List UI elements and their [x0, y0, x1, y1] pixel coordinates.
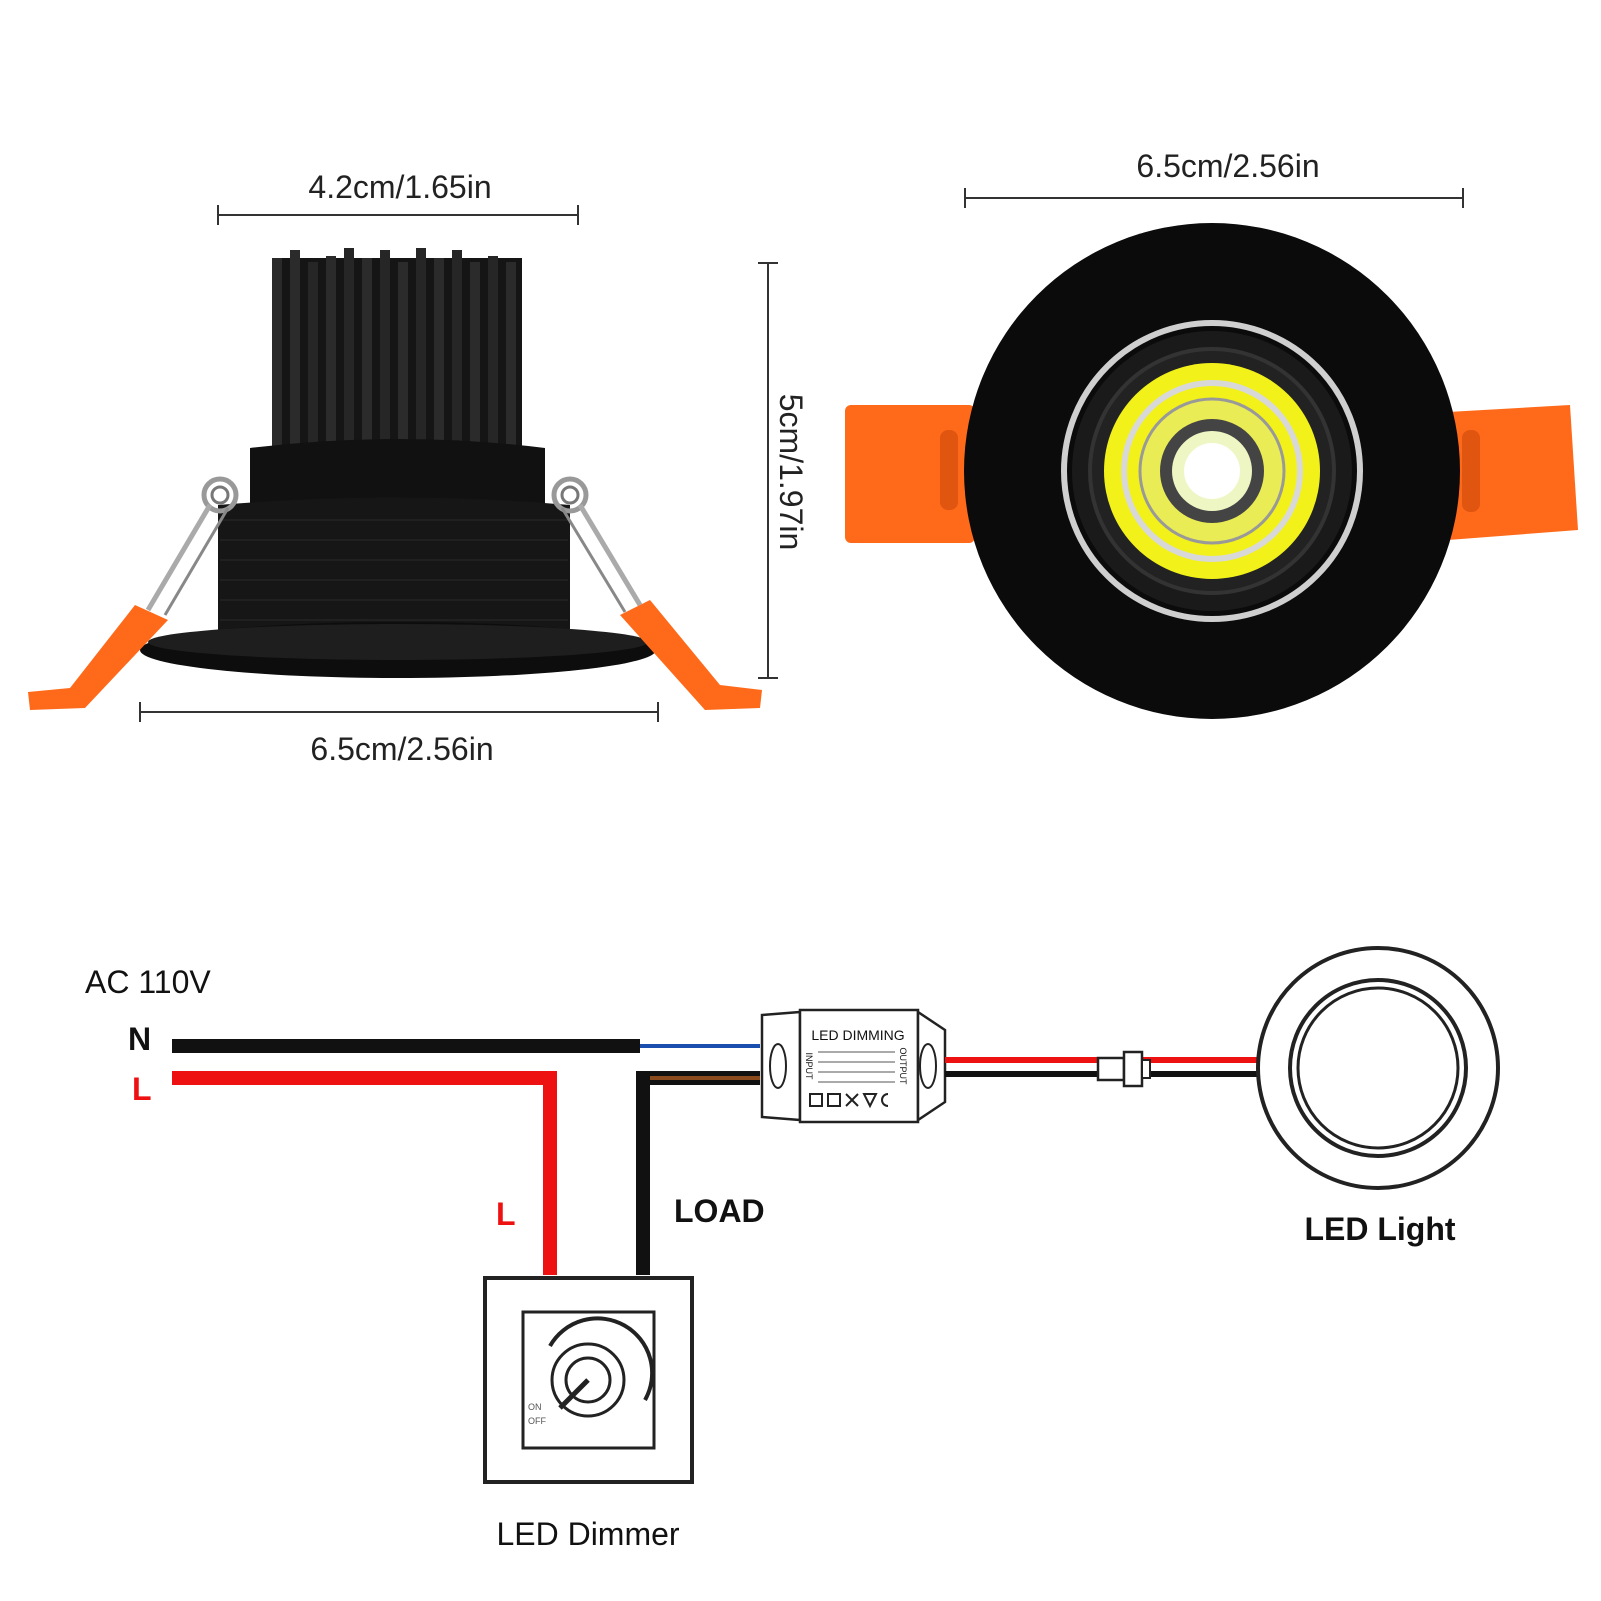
side-view: 4.2cm/1.65in	[28, 169, 809, 767]
flange-top	[148, 624, 648, 660]
front-view: 6.5cm/2.56in	[845, 148, 1578, 719]
lamp-body	[218, 497, 570, 648]
dimmer-live-label: L	[496, 1196, 516, 1232]
heat-sink	[272, 248, 522, 462]
led-dimmer-symbol: ON OFF	[483, 1276, 694, 1484]
led-driver: LED DIMMING INPUT OUTPUT	[760, 1008, 947, 1124]
left-spring	[145, 476, 239, 616]
load-label: LOAD	[674, 1193, 765, 1229]
bottom-width-label: 6.5cm/2.56in	[310, 731, 493, 767]
bottom-width-dimension: 6.5cm/2.56in	[139, 702, 659, 767]
lens-ring-outer	[1121, 380, 1303, 562]
wire-connector	[1096, 1050, 1151, 1088]
top-width-dimension: 4.2cm/1.65in	[217, 169, 579, 225]
wiring-diagram: AC 110V N L L LOAD LED DIMMING INPUT OUT…	[85, 946, 1500, 1552]
upper-collar	[250, 439, 545, 513]
driver-input-label: INPUT	[804, 1053, 814, 1081]
height-dimension: 5cm/1.97in	[758, 262, 809, 679]
driver-fine-print	[818, 1051, 895, 1083]
led-chip-center	[1184, 443, 1240, 499]
neutral-label: N	[128, 1021, 151, 1057]
right-clip	[620, 600, 762, 710]
load-wire	[636, 1071, 760, 1275]
dimmer-on-label: ON	[528, 1402, 542, 1412]
driver-cert-icons	[809, 1093, 889, 1109]
supply-label: AC 110V	[85, 964, 211, 1000]
top-width-label: 4.2cm/1.65in	[308, 169, 491, 205]
right-spring	[551, 476, 643, 613]
front-diameter-dimension: 6.5cm/2.56in	[964, 148, 1464, 208]
driver-title: LED DIMMING	[811, 1027, 904, 1043]
left-clip	[28, 605, 168, 710]
driver-output-label: OUTPUT	[898, 1048, 908, 1086]
live-label: L	[132, 1071, 152, 1107]
live-wire	[172, 1071, 557, 1275]
height-label: 5cm/1.97in	[773, 394, 809, 551]
front-left-clip	[845, 405, 975, 543]
chrome-ring	[1061, 320, 1363, 622]
front-right-clip	[1448, 405, 1578, 540]
led-dimmer-label: LED Dimmer	[496, 1516, 679, 1552]
led-light-label: LED Light	[1304, 1211, 1455, 1247]
led-light-symbol	[1256, 946, 1500, 1190]
front-diameter-label: 6.5cm/2.56in	[1136, 148, 1319, 184]
body-ridges	[220, 519, 568, 621]
dimmer-off-label: OFF	[528, 1416, 546, 1426]
